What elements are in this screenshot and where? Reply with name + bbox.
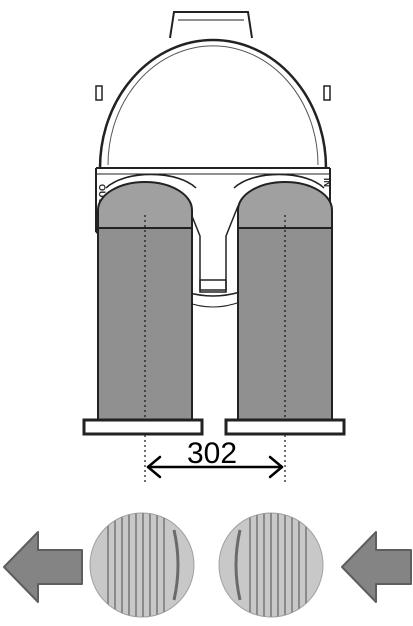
left-grille [89,512,195,618]
right-wall-plate [224,418,346,436]
center-connector [187,205,239,291]
dimension-arrow-right-icon [268,455,284,479]
out-port-label: OUT [97,184,107,204]
left-duct [97,181,193,482]
left-wall-plate [82,418,204,436]
mounting-bracket [169,11,253,39]
dimension-label: 302 [187,437,237,470]
right-grille [218,512,324,618]
intake-arrow-left-icon [341,531,412,603]
in-port-label: IN [322,178,332,187]
dimension-arrow-left-icon [146,455,162,479]
exhaust-arrow-left-icon [3,531,83,603]
dimension-line [146,455,284,479]
dome-housing [98,38,328,169]
right-duct [237,181,333,482]
